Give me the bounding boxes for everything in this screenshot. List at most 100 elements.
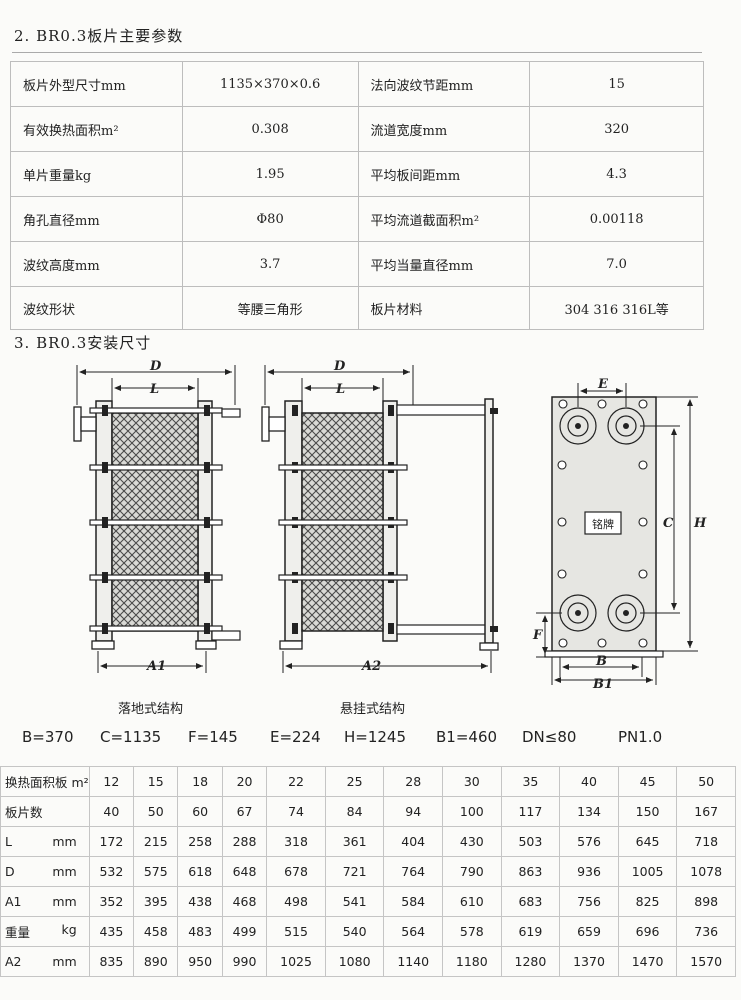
dims-cell: 990 (221, 946, 268, 977)
dims-cell: 503 (500, 826, 561, 857)
dims-cell: 172 (88, 826, 135, 857)
param-value: 等腰三角形 (181, 286, 359, 330)
param-value: Φ80 (181, 196, 359, 242)
dims-cell: 718 (676, 826, 736, 857)
param-value: 15 (529, 61, 704, 107)
dims-cell: 499 (221, 916, 268, 947)
dims-cell: 15 (133, 766, 179, 797)
dims-cell: 736 (676, 916, 736, 947)
param-label: 板片材料 (357, 286, 531, 330)
dims-cell: 578 (442, 916, 502, 947)
dim-label-a1: A1 (145, 659, 166, 674)
dims-cell: 117 (500, 796, 561, 827)
floor-standing-unit (73, 365, 241, 673)
param-label: 法向波纹节距mm (357, 61, 531, 107)
dims-cell: 134 (559, 796, 619, 827)
dims-cell: 94 (383, 796, 444, 827)
dims-cell: 84 (324, 796, 385, 827)
dims-cell: 35 (500, 766, 561, 797)
dims-cell: 40 (559, 766, 619, 797)
param-value: 320 (529, 106, 704, 152)
param-label: 有效换热面积m² (10, 106, 183, 152)
param-value: 0.308 (181, 106, 359, 152)
dims-row-name: 重量 (5, 925, 31, 940)
dims-cell: 1180 (442, 946, 502, 977)
dims-cell: 564 (383, 916, 444, 947)
dims-cell: 50 (676, 766, 736, 797)
caption-floor-standing: 落地式结构 (118, 702, 184, 717)
dims-row-name: D (5, 864, 15, 879)
section-3-title: 3. BR0.3安装尺寸 (14, 334, 152, 352)
dims-cell: 898 (676, 886, 736, 917)
param-value: 0.00118 (529, 196, 704, 242)
dims-cell: 1080 (324, 946, 385, 977)
dims-cell: 45 (617, 766, 678, 797)
spec-b: B=370 (22, 728, 74, 746)
param-label: 角孔直径mm (10, 196, 183, 242)
dim-label-d-hang: D (333, 359, 346, 374)
dim-label-l-hang: L (335, 382, 345, 397)
hanging-unit (261, 365, 499, 673)
dim-label-h: H (693, 516, 707, 531)
dims-cell: 584 (383, 886, 444, 917)
dims-cell: 395 (133, 886, 179, 917)
dims-cell: 764 (383, 856, 444, 887)
dims-cell: 696 (617, 916, 678, 947)
param-value: 7.0 (529, 241, 704, 287)
dims-cell: 515 (266, 916, 326, 947)
dim-label-a2: A2 (360, 659, 381, 674)
dims-cell: 50 (133, 796, 179, 827)
param-label: 板片外型尺寸mm (10, 61, 183, 107)
dims-cell: 18 (177, 766, 223, 797)
spec-b1: B1=460 (436, 728, 498, 746)
dims-cell: 890 (133, 946, 179, 977)
dims-cell: 435 (88, 916, 135, 947)
dims-cell: 167 (676, 796, 736, 827)
dims-row-unit: mm (52, 834, 77, 849)
dims-row-unit: mm (52, 864, 77, 879)
dims-cell: 468 (221, 886, 268, 917)
dim-label-e: E (597, 377, 609, 392)
param-value: 1.95 (181, 151, 359, 197)
dims-cell: 1570 (676, 946, 736, 977)
dims-cell: 683 (500, 886, 561, 917)
dims-cell: 430 (442, 826, 502, 857)
param-label: 波纹高度mm (10, 241, 183, 287)
spec-e: E=224 (270, 728, 321, 746)
dims-cell: 40 (88, 796, 135, 827)
dims-cell: 1005 (617, 856, 678, 887)
spec-f: F=145 (188, 728, 238, 746)
dims-cell: 483 (177, 916, 223, 947)
dims-cell: 619 (500, 916, 561, 947)
dims-cell: 258 (177, 826, 223, 857)
dims-row-unit: mm (52, 954, 77, 969)
dims-cell: 1078 (676, 856, 736, 887)
dims-cell: 215 (133, 826, 179, 857)
param-label: 平均板间距mm (357, 151, 531, 197)
param-label: 流道宽度mm (357, 106, 531, 152)
dims-cell: 361 (324, 826, 385, 857)
caption-hanging: 悬挂式结构 (340, 702, 406, 717)
dims-cell: 30 (442, 766, 502, 797)
dims-cell: 659 (559, 916, 619, 947)
nameplate-label: 铭牌 (592, 517, 614, 531)
dims-cell: 12 (88, 766, 135, 797)
dims-cell: 352 (88, 886, 135, 917)
param-value: 3.7 (181, 241, 359, 287)
param-label: 平均流道截面积m² (357, 196, 531, 242)
dims-cell: 618 (177, 856, 223, 887)
dims-cell: 825 (617, 886, 678, 917)
dims-row-unit: kg (61, 922, 77, 937)
